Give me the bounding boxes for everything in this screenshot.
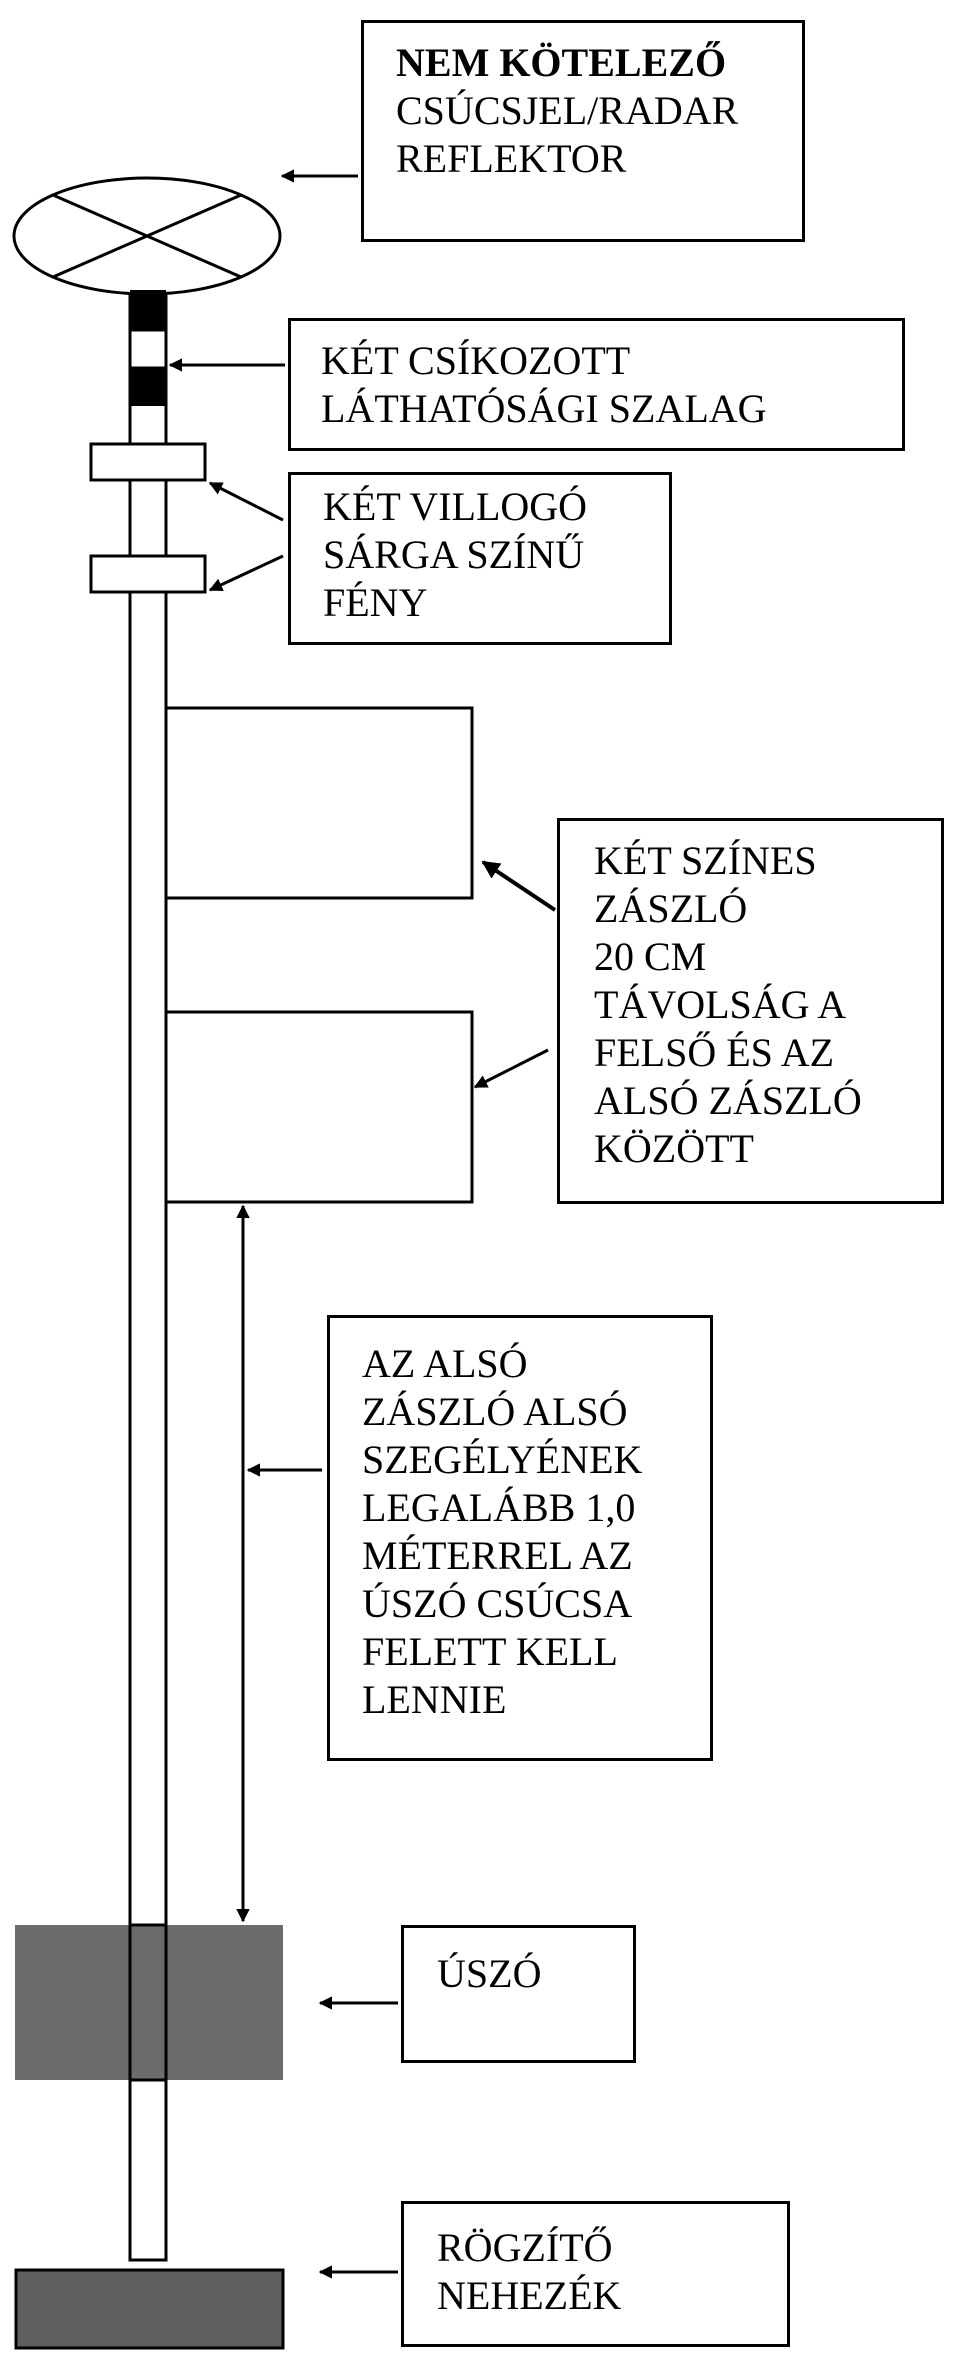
lights-label-line2: SÁRGA SZÍNŰ [323, 532, 585, 577]
flags-label-line6: ALSÓ ZÁSZLÓ [594, 1078, 862, 1123]
clearance-label-line6: ÚSZÓ CSÚCSA [362, 1581, 633, 1626]
topmark-icon [12, 176, 282, 296]
flag-upper [164, 706, 474, 900]
float [15, 1925, 283, 2080]
label-box-lights: KÉT VILLOGÓ SÁRGA SZÍNŰ FÉNY [288, 472, 672, 645]
reflector-label-line3: REFLEKTOR [396, 136, 627, 181]
flags-label-line7: KÖZÖTT [594, 1126, 754, 1171]
label-box-flags: KÉT SZÍNES ZÁSZLÓ 20 CM TÁVOLSÁG A FELSŐ… [557, 818, 944, 1204]
label-box-float: ÚSZÓ [401, 1925, 636, 2063]
anchor-weight [14, 2268, 285, 2350]
flags-label-line1: KÉT SZÍNES [594, 838, 817, 883]
flags-label-line4: TÁVOLSÁG A [594, 982, 847, 1027]
lights-label-line1: KÉT VILLOGÓ [323, 484, 588, 529]
pole-through-float [128, 1923, 168, 2082]
clearance-label-line4: LEGALÁBB 1,0 [362, 1485, 636, 1530]
arrow-flag-upper [481, 860, 557, 912]
label-box-stripes: KÉT CSÍKOZOTT LÁTHATÓSÁGI SZALAG [288, 318, 905, 451]
float-label-line1: ÚSZÓ [437, 1951, 542, 1996]
flags-label-line5: FELSŐ ÉS AZ [594, 1030, 835, 1075]
stripes-label-line2: LÁTHATÓSÁGI SZALAG [321, 386, 767, 431]
arrow-light-upper [208, 481, 284, 522]
anchor-label-line1: RÖGZÍTŐ [437, 2225, 613, 2270]
clearance-label-line5: MÉTERREL AZ [362, 1533, 633, 1578]
clearance-label-line7: FELETT KELL [362, 1629, 618, 1674]
reflector-label-line2: CSÚCSJEL/RADAR [396, 88, 739, 133]
label-box-clearance: AZ ALSÓ ZÁSZLÓ ALSÓ SZEGÉLYÉNEK LEGALÁBB… [327, 1315, 713, 1761]
flag-lower [164, 1010, 474, 1204]
clearance-label-line2: ZÁSZLÓ ALSÓ [362, 1389, 628, 1434]
stripes-label-line1: KÉT CSÍKOZOTT [321, 338, 631, 383]
arrow-light-lower [208, 554, 284, 592]
clearance-label-line1: AZ ALSÓ [362, 1341, 528, 1386]
light-lower [89, 554, 207, 594]
label-box-anchor: RÖGZÍTŐ NEHEZÉK [401, 2201, 790, 2347]
flags-label-line2: ZÁSZLÓ [594, 886, 748, 931]
anchor-label-line2: NEHEZÉK [437, 2273, 622, 2318]
label-box-reflector: NEM KÖTELEZŐ CSÚCSJEL/RADAR REFLEKTOR [361, 20, 805, 242]
clearance-label-line3: SZEGÉLYÉNEK [362, 1437, 643, 1482]
lights-label-line3: FÉNY [323, 580, 428, 625]
clearance-label-line8: LENNIE [362, 1677, 507, 1722]
arrow-flag-lower [473, 1048, 549, 1089]
flags-label-line3: 20 CM [594, 934, 707, 979]
visibility-bands [128, 290, 168, 406]
reflector-label-line1: NEM KÖTELEZŐ [396, 40, 727, 85]
light-upper [89, 442, 207, 482]
